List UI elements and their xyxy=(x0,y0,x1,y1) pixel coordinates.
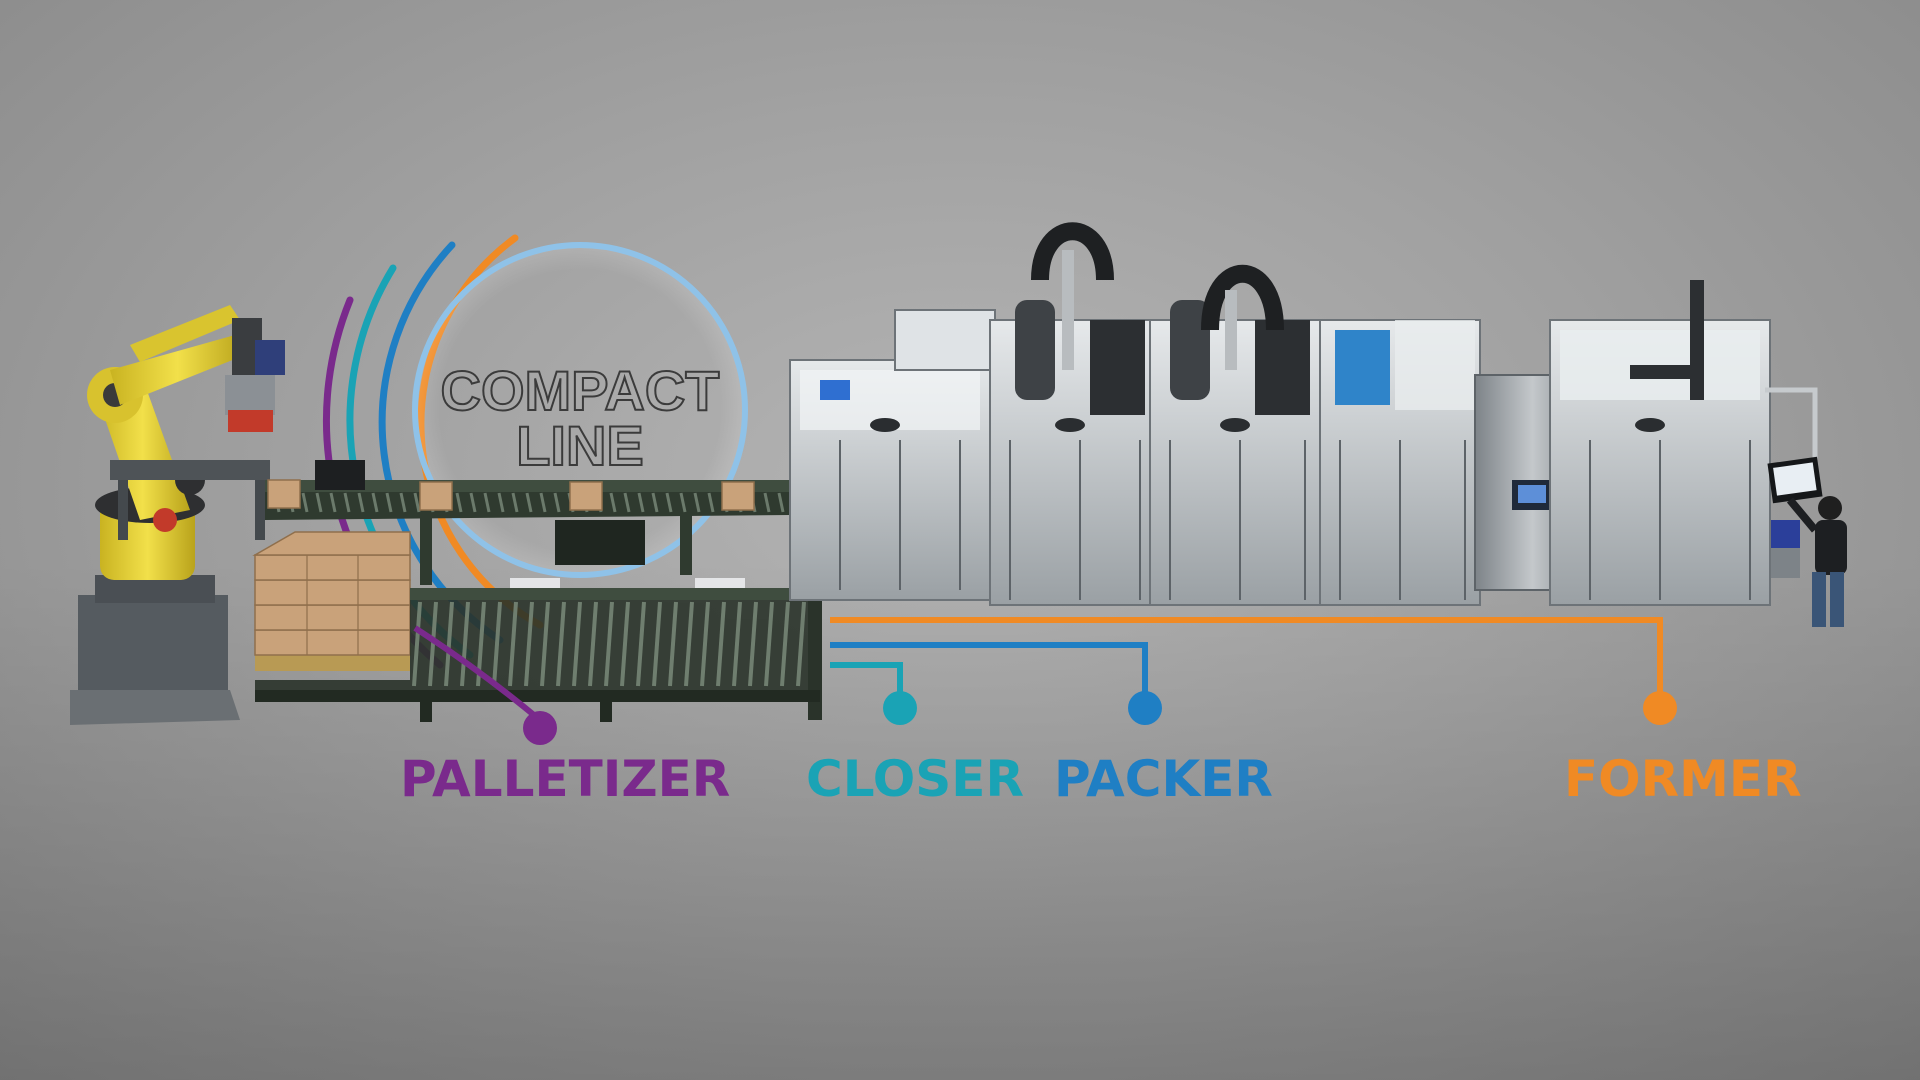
conveyor-roller xyxy=(492,601,502,687)
conveyor-roller xyxy=(620,601,630,687)
palletizer-label: PALLETIZER xyxy=(400,750,731,808)
conveyor-roller xyxy=(609,492,617,513)
pallet-stack xyxy=(252,531,411,671)
conveyor-roller xyxy=(572,601,582,687)
conveyor-roller xyxy=(301,492,309,513)
conveyor-roller xyxy=(357,492,365,513)
conveyor-roller xyxy=(539,492,547,513)
conveyor-roller xyxy=(684,601,694,687)
conveyor-roller xyxy=(460,601,470,687)
conveyor-roller xyxy=(679,492,687,513)
conveyor-roller xyxy=(693,492,701,513)
upper-conveyor xyxy=(265,460,790,585)
conveyor-roller xyxy=(796,601,806,687)
packer-label: PACKER xyxy=(1054,750,1273,808)
conveyor-roller xyxy=(604,601,614,687)
operator-figure xyxy=(1786,496,1847,627)
conveyor-roller xyxy=(444,601,454,687)
conveyor-roller xyxy=(700,601,710,687)
conveyor-roller xyxy=(524,601,534,687)
conveyor-roller xyxy=(371,492,379,513)
conveyor-roller xyxy=(399,492,407,513)
packer-module-1 xyxy=(894,222,1151,606)
conveyor-roller xyxy=(764,601,774,687)
former-module xyxy=(1549,280,1823,606)
conveyor-roller xyxy=(652,601,662,687)
conveyor-roller xyxy=(315,492,323,513)
conveyor-roller xyxy=(636,601,646,687)
conveyor-roller xyxy=(637,492,645,513)
callout-lines xyxy=(413,617,1677,745)
title-line-1: COMPACT xyxy=(441,359,720,422)
conveyor-roller xyxy=(732,601,742,687)
conveyor-roller xyxy=(763,492,771,513)
conveyor-roller xyxy=(508,601,518,687)
conveyor-roller xyxy=(588,601,598,687)
conveyor-roller xyxy=(651,492,659,513)
conveyor-roller xyxy=(412,601,422,687)
conveyor-roller xyxy=(329,492,337,513)
conveyor-roller xyxy=(525,492,533,513)
conveyor-roller xyxy=(748,601,758,687)
conveyor-roller xyxy=(497,492,505,513)
closer-label: CLOSER xyxy=(806,750,1024,808)
conveyor-roller xyxy=(343,492,351,513)
conveyor-roller xyxy=(483,492,491,513)
conveyor-roller xyxy=(665,492,673,513)
conveyor-roller xyxy=(455,492,463,513)
transfer-module xyxy=(1319,319,1481,606)
conveyor-roller xyxy=(668,601,678,687)
conveyor-roller xyxy=(511,492,519,513)
conveyor-roller xyxy=(385,492,393,513)
conveyor-roller xyxy=(780,601,790,687)
former-label: FORMER xyxy=(1564,750,1802,808)
conveyor-roller xyxy=(777,492,785,513)
packer-module-2 xyxy=(1149,265,1321,606)
conveyor-roller xyxy=(428,601,438,687)
conveyor-roller xyxy=(556,601,566,687)
machine-modules xyxy=(789,222,1847,627)
title-line-2: LINE xyxy=(516,414,644,477)
conveyor-roller xyxy=(469,492,477,513)
closer-module xyxy=(789,359,991,601)
conveyor-roller xyxy=(716,601,726,687)
conveyor-roller xyxy=(623,492,631,513)
palletizer-robot xyxy=(70,305,285,725)
conveyor-roller xyxy=(553,492,561,513)
robot-side-table xyxy=(110,460,270,540)
conveyor-roller xyxy=(413,492,421,513)
conveyor-roller xyxy=(540,601,550,687)
lower-conveyor xyxy=(255,578,825,722)
conveyor-roller xyxy=(707,492,715,513)
